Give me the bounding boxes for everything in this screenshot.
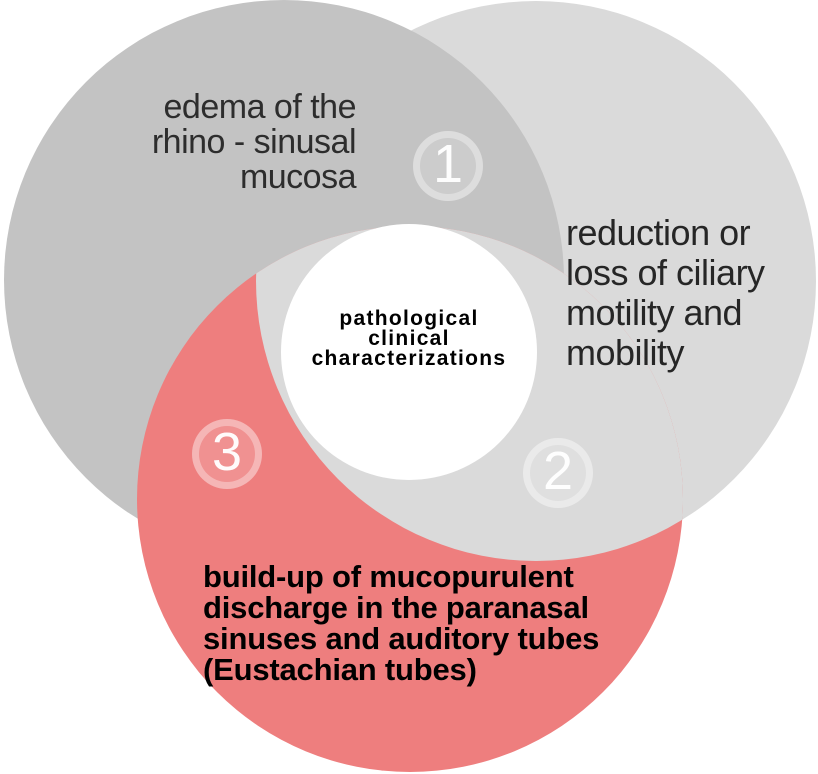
badge-2: 2 bbox=[523, 438, 593, 508]
label-center-line-3: characterizations bbox=[311, 347, 507, 370]
label-edema-line-2: rhino - sinusal bbox=[151, 123, 357, 161]
label-ciliary-line-4: mobility bbox=[566, 332, 685, 373]
label-edema: edema of the rhino - sinusal mucosa bbox=[56, 88, 357, 196]
label-discharge-line-3: sinuses and auditory tubes bbox=[203, 621, 600, 656]
label-discharge-line-4: (Eustachian tubes) bbox=[203, 652, 477, 687]
badge-1: 1 bbox=[413, 131, 483, 201]
label-center: pathological clinical characterizations bbox=[279, 307, 539, 370]
label-ciliary: reduction or loss of ciliary motility an… bbox=[566, 213, 806, 373]
center-circle bbox=[281, 224, 537, 480]
label-ciliary-line-3: motility and bbox=[566, 292, 743, 333]
label-center-line-2: clinical bbox=[368, 327, 450, 350]
label-edema-line-3: mucosa bbox=[239, 158, 357, 196]
label-ciliary-line-2: loss of ciliary bbox=[566, 252, 765, 293]
label-discharge: build-up of mucopurulent discharge in th… bbox=[203, 561, 673, 685]
label-ciliary-line-1: reduction or bbox=[566, 212, 751, 253]
label-discharge-line-1: build-up of mucopurulent bbox=[203, 559, 574, 594]
label-discharge-line-2: discharge in the paranasal bbox=[203, 590, 589, 625]
label-center-line-1: pathological bbox=[339, 307, 479, 330]
badge-2-number: 2 bbox=[542, 441, 574, 501]
badge-3: 3 bbox=[192, 419, 262, 489]
badge-3-number: 3 bbox=[211, 422, 243, 482]
badge-1-number: 1 bbox=[432, 134, 464, 194]
label-edema-line-1: edema of the bbox=[163, 88, 357, 126]
